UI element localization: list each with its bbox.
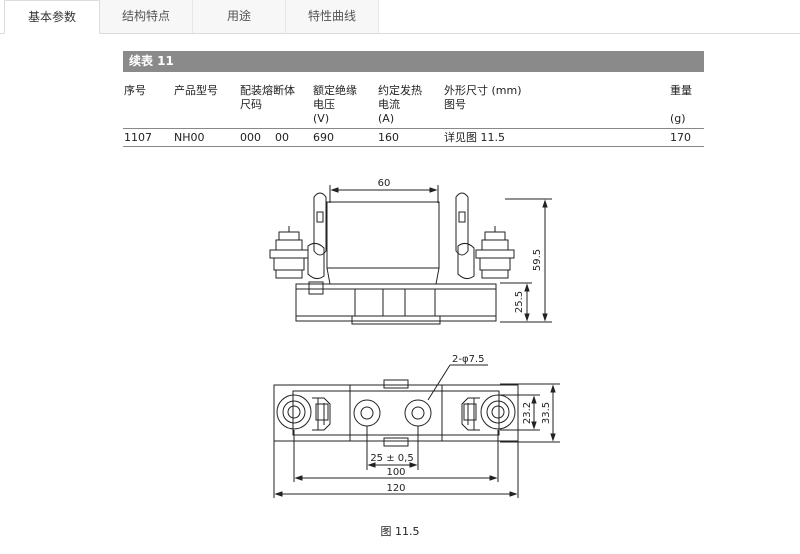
cell-dims: 详见图 11.5: [444, 131, 505, 144]
header-weight: 重量 (g): [670, 84, 692, 125]
dim-center-distance: 25 ± 0,5: [370, 453, 413, 464]
dim-height-total: 59.5: [532, 249, 543, 271]
cell-model: NH00: [174, 131, 205, 144]
cell-fuse-size: 000 00: [240, 131, 289, 144]
figure-caption: 图 11.5: [380, 525, 420, 538]
dim-100: 100: [386, 467, 405, 478]
header-dims: 外形尺寸 (mm) 图号: [444, 84, 522, 111]
table-divider: [123, 128, 704, 129]
tab-bar: 基本参数 结构特点 用途 特性曲线: [0, 0, 800, 34]
dim-hole: 2-φ7.5: [452, 354, 484, 365]
dim-height-base: 25.5: [514, 291, 525, 313]
dim-width-top: 60: [378, 178, 391, 189]
header-fuse-size: 配装熔断体 尺码: [240, 84, 295, 111]
tab-usage[interactable]: 用途: [193, 0, 286, 33]
cell-weight: 170: [670, 131, 691, 144]
header-model: 产品型号: [174, 84, 218, 97]
tab-basic-params[interactable]: 基本参数: [4, 0, 100, 34]
cell-voltage: 690: [313, 131, 334, 144]
header-current: 约定发热 电流 (A): [378, 84, 422, 125]
header-seq: 序号: [124, 84, 146, 97]
dim-23-2: 23.2: [522, 402, 533, 424]
dim-120: 120: [386, 483, 405, 494]
header-voltage: 额定绝缘 电压 (V): [313, 84, 357, 125]
table-title: 续表 11: [123, 51, 704, 72]
cell-seq: 1107: [124, 131, 152, 144]
dim-33-5: 33.5: [541, 402, 552, 424]
tab-curves[interactable]: 特性曲线: [286, 0, 379, 33]
table-bottom-line: [123, 146, 704, 147]
tab-structure[interactable]: 结构特点: [100, 0, 193, 33]
cell-current: 160: [378, 131, 399, 144]
